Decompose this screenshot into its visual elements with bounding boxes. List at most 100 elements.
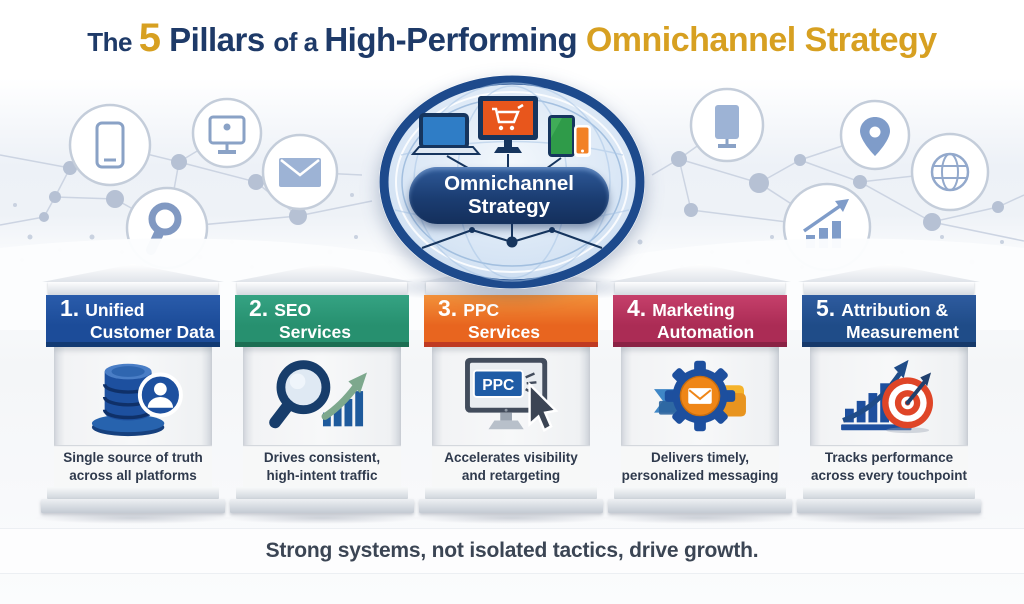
pillar-marketing-automation: 4.Marketing Automation — [608, 264, 792, 513]
description-line2: across all platforms — [69, 468, 197, 483]
description-line2: high-intent traffic — [266, 468, 378, 483]
pillar-base-step — [47, 487, 219, 499]
pillar-base — [41, 499, 225, 513]
pillar-divider — [432, 445, 590, 447]
pillar-shaft: Single source of truth across all platfo… — [54, 347, 212, 487]
pillar-floor-shadow — [789, 512, 989, 524]
description-line1: Accelerates visibility — [444, 450, 578, 466]
description-line1: Single source of truth — [63, 450, 203, 466]
smartphone-icon — [68, 103, 152, 187]
pillar-seo-services: 2.SEO Services Drives consisten — [230, 264, 414, 513]
gear-envelope-icon — [654, 360, 746, 432]
description-line1: Tracks performance — [824, 450, 954, 466]
title-segment: of a — [273, 27, 325, 57]
description-line1: Delivers timely, — [650, 450, 750, 466]
search-growth-icon — [269, 360, 367, 429]
envelope-icon — [261, 133, 339, 211]
omnichannel-hub: Omnichannel Strategy — [377, 70, 647, 292]
pillar-divider — [621, 445, 779, 447]
pillar-description: Drives consistent, high-intent traffic — [243, 447, 401, 487]
pillar-divider — [810, 445, 968, 447]
hub-label-line1: Omnichannel — [444, 172, 574, 196]
database-user-icon — [91, 363, 183, 437]
description-line1: Drives consistent, — [263, 450, 381, 466]
pillar-icon-area — [621, 347, 779, 445]
pillar-shaft: Drives consistent, high-intent traffic — [243, 347, 401, 487]
pillar-title-line2: Measurement — [846, 321, 959, 342]
pillar-shaft: Delivers timely, personalized messaging — [621, 347, 779, 487]
pillar-floor-shadow — [600, 512, 800, 524]
pillar-icon-area — [54, 347, 212, 445]
hub-label-pill: Omnichannel Strategy — [409, 167, 609, 224]
pillar-ppc-services: 3.PPC Services PPC — [419, 264, 603, 513]
pillar-title-line1: PPC — [463, 300, 500, 321]
shopping-cart-monitor-icon — [478, 96, 538, 153]
description-line2: and retargeting — [461, 468, 561, 483]
network-nodes — [39, 151, 1004, 231]
location-pin-icon — [839, 99, 911, 171]
pillar-title-line1: Unified — [85, 300, 145, 321]
pillar-cap — [615, 282, 785, 295]
page-title: The 5 Pillars of a High-Performing Omnic… — [0, 16, 1024, 61]
pillar-description: Delivers timely, personalized messaging — [621, 447, 779, 487]
title-segment: Omnichannel Strategy — [585, 21, 937, 59]
pillar-number: 4. — [627, 295, 647, 322]
pillar-divider — [54, 445, 212, 447]
ppc-monitor-cursor-icon: PPC — [465, 357, 559, 432]
pillar-base — [230, 499, 414, 513]
pillar-pediment — [42, 264, 224, 282]
pillar-number: 5. — [816, 295, 836, 322]
hub-label-line2: Strategy — [467, 194, 551, 218]
pillar-base — [419, 499, 603, 513]
tagline-text: Strong systems, not isolated tactics, dr… — [265, 539, 759, 562]
monitor-icon — [191, 97, 263, 169]
pillar-header: 5.Attribution & Measurement — [802, 295, 976, 347]
title-segment: High-Performing — [324, 21, 586, 58]
pillar-number: 2. — [249, 295, 269, 322]
pillar-title-line2: Customer Data — [90, 321, 215, 342]
smartphone-icon — [574, 125, 591, 157]
pillar-base — [797, 499, 981, 513]
pillar-icon-area — [810, 347, 968, 445]
pillar-base — [608, 499, 792, 513]
pillar-cap — [237, 282, 407, 295]
pillar-title-line2: Services — [468, 321, 541, 342]
pillar-title-line1: Marketing — [652, 300, 735, 321]
pillar-base-step — [614, 487, 786, 499]
pillar-shaft: PPC Accelerates visibility and retargeti… — [432, 347, 590, 487]
pillar-floor-shadow — [411, 512, 611, 524]
pillar-shaft: Tracks performance across every touchpoi… — [810, 347, 968, 487]
pillar-attribution-measurement: 5.Attribution & Measurement — [797, 264, 981, 513]
description-line2: across every touchpoint — [810, 468, 968, 483]
pillar-title-line2: Automation — [657, 321, 755, 342]
pillar-base-step — [803, 487, 975, 499]
pillar-description: Accelerates visibility and retargeting — [432, 447, 590, 487]
pillar-base-step — [425, 487, 597, 499]
laptop-icon — [410, 113, 482, 155]
pillar-title-line1: Attribution & — [841, 300, 949, 321]
pillar-title-line1: SEO — [274, 300, 312, 321]
ppc-screen-label: PPC — [482, 377, 514, 394]
pillar-unified-customer-data: 1.Unified Customer Data — [41, 264, 225, 513]
pillar-icon-area: PPC — [432, 347, 590, 445]
pillar-pediment — [798, 264, 980, 282]
chart-target-icon — [841, 359, 933, 434]
pillar-floor-shadow — [222, 512, 422, 524]
pillar-header: 2.SEO Services — [235, 295, 409, 347]
pillar-number: 1. — [60, 295, 80, 322]
pillar-description: Tracks performance across every touchpoi… — [810, 447, 968, 487]
pillar-base-step — [236, 487, 408, 499]
globe-icon — [910, 132, 990, 212]
pillar-icon-area — [243, 347, 401, 445]
description-line2: personalized messaging — [621, 468, 779, 483]
title-segment: 5 — [138, 16, 161, 60]
pillar-floor-shadow — [33, 512, 233, 524]
pillar-number: 3. — [438, 295, 458, 322]
pillar-header: 4.Marketing Automation — [613, 295, 787, 347]
title-segment: Pillars — [160, 21, 274, 58]
pillar-header: 1.Unified Customer Data — [46, 295, 220, 347]
pillar-title-line2: Services — [279, 321, 352, 342]
pillar-description: Single source of truth across all platfo… — [54, 447, 212, 487]
tablet-icon — [548, 115, 575, 157]
